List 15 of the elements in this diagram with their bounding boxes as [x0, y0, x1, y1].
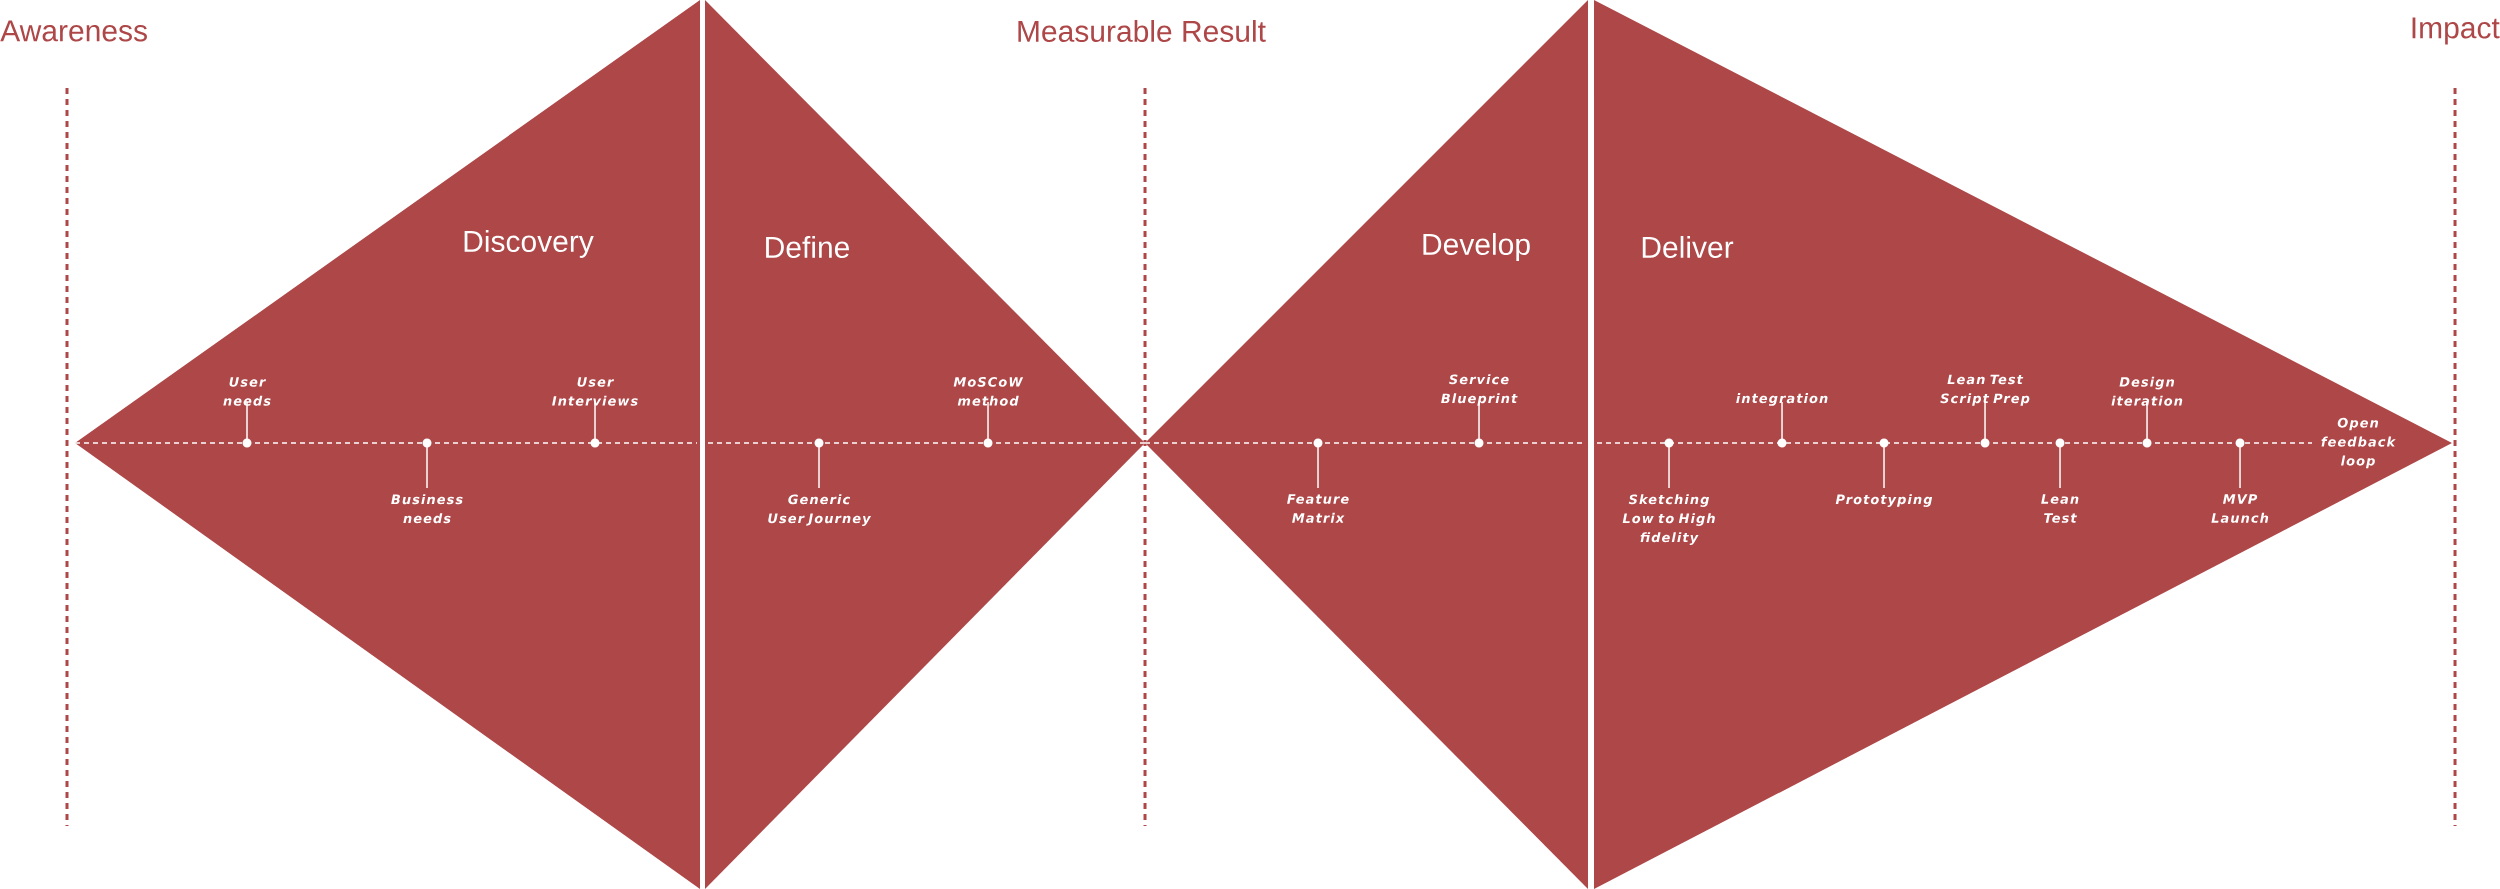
milestone-label: Design iteration: [2111, 376, 2183, 406]
milestone-label: Generic User Journey: [768, 494, 872, 526]
milestone-label: Prototyping: [1835, 494, 1933, 507]
milestone-label: MVP Launch: [2211, 494, 2269, 523]
milestone-label: MoSCoW method: [953, 377, 1024, 406]
milestone-label: User needs: [223, 377, 271, 406]
milestone-label: Business needs: [391, 494, 463, 524]
milestone-label: User Interviews: [552, 377, 638, 406]
milestone-label: Open feedback loop: [2321, 417, 2396, 469]
milestone-label: integration: [1736, 393, 1828, 406]
milestone-label: Service Blueprint: [1441, 374, 1518, 406]
milestone-label: Lean Test: [2041, 494, 2079, 523]
milestone-label: Feature Matrix: [1287, 494, 1349, 523]
milestone-label: Lean Test Script Prep: [1940, 374, 2030, 406]
milestone-label: Sketching Low to High fidelity: [1622, 494, 1715, 545]
